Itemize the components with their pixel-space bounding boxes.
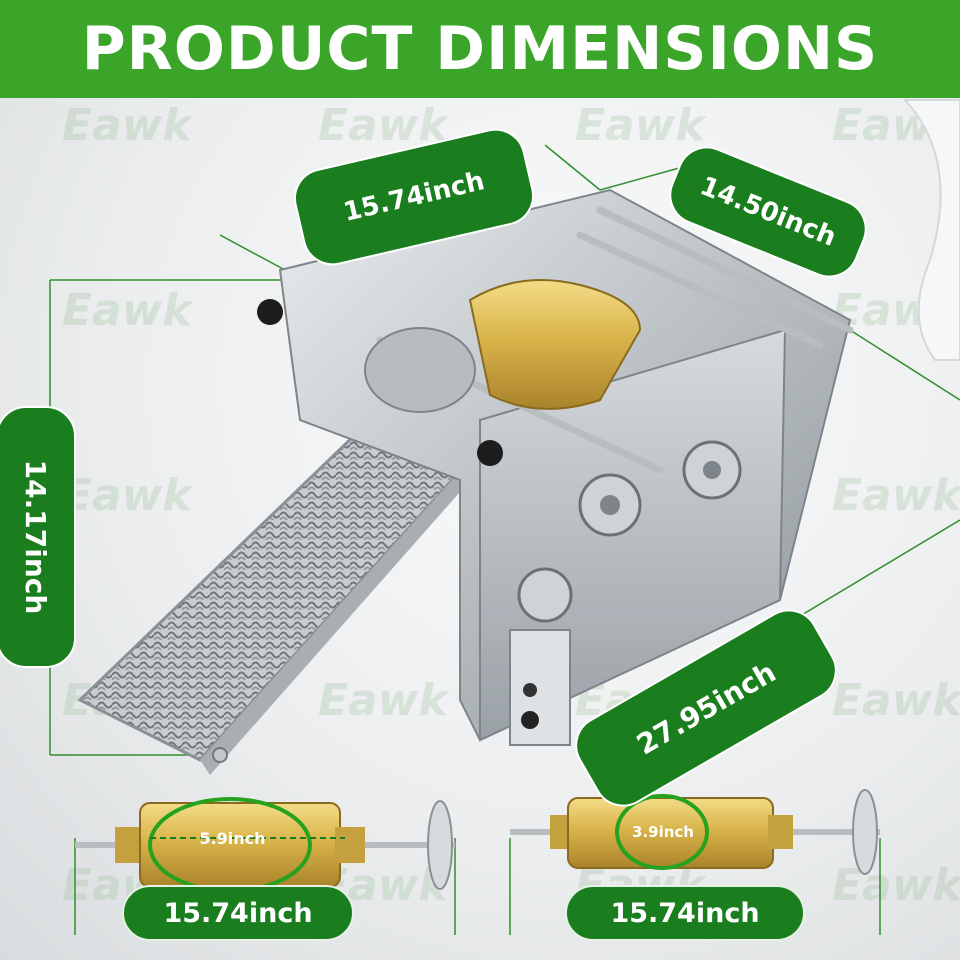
label-roller-large-length: 15.74inch	[122, 885, 354, 941]
watermark: Eawk	[832, 470, 960, 521]
conveyor-rail	[200, 460, 475, 775]
control-box	[509, 629, 571, 746]
watermark: Eawk	[575, 100, 705, 151]
vase-decor	[902, 99, 960, 361]
gold-roller	[468, 279, 642, 410]
watermark: Eawk	[832, 860, 960, 911]
label-roller-large-diameter: 5.9inch	[199, 828, 266, 848]
watermark: Eawk	[62, 470, 192, 521]
conveyor-belt	[77, 428, 473, 762]
label-height: 14.17inch	[0, 406, 76, 668]
gear	[517, 567, 573, 623]
watermark: Eawk	[318, 675, 448, 726]
watermark: Eawk	[62, 285, 192, 336]
page-title: PRODUCT DIMENSIONS	[81, 14, 879, 84]
roller-large	[75, 797, 455, 893]
label-roller-small-diameter: 3.9inch	[632, 823, 694, 841]
watermark: Eawk	[62, 100, 192, 151]
label-roller-small-length: 15.74inch	[565, 885, 805, 941]
header-banner: PRODUCT DIMENSIONS	[0, 0, 960, 98]
steel-roller	[364, 327, 476, 413]
knob	[257, 299, 283, 325]
watermark: Eawk	[832, 675, 960, 726]
roller-small	[510, 789, 880, 875]
watermark: Eawk	[318, 100, 448, 151]
knob	[477, 440, 503, 466]
